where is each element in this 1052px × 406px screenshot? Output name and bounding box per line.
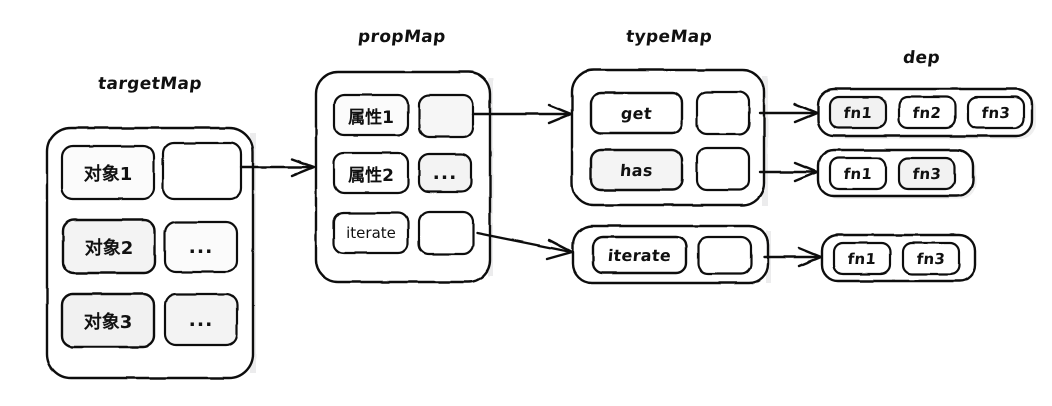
arrow-typemap-dep-1 — [758, 102, 819, 124]
arrow-propmap-typemap-a — [471, 103, 573, 125]
typemap-rows-a — [589, 90, 751, 192]
arrow-typemap-dep-2 — [758, 161, 819, 183]
dep-set-1 — [816, 87, 1036, 139]
label-dep: dep — [901, 48, 942, 68]
arrow-targetmap-propmap — [239, 157, 316, 178]
label-typemap: typeMap — [624, 27, 714, 47]
typemap-rows-b — [591, 235, 753, 276]
label-propmap: propMap — [356, 27, 447, 47]
targetmap-rows — [60, 141, 243, 349]
dep-set-2 — [816, 148, 976, 199]
arrow-typemap-dep-3 — [762, 246, 823, 268]
label-targetmap: targetMap — [96, 74, 204, 94]
dep-set-3 — [820, 233, 977, 283]
propmap-rows — [332, 93, 475, 256]
arrow-propmap-typemap-b — [475, 231, 574, 261]
arrows — [239, 102, 823, 268]
